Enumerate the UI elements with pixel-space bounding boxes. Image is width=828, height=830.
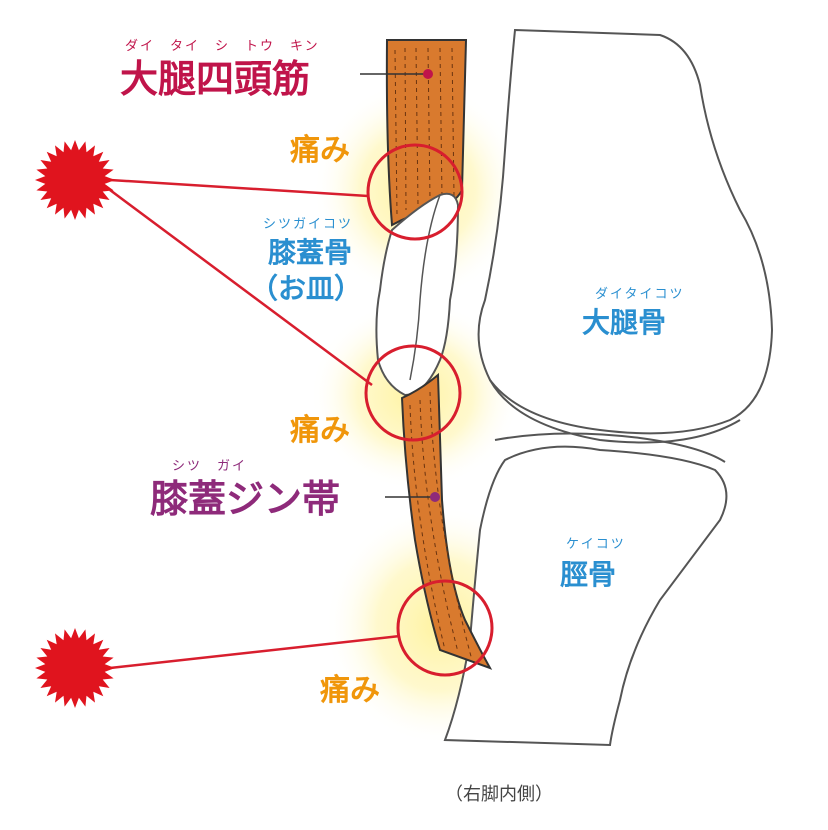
quadriceps-label: 大腿四頭筋 bbox=[120, 57, 310, 101]
tibia-bone bbox=[443, 432, 728, 747]
femur-bone bbox=[477, 28, 774, 444]
patellar-tendon bbox=[400, 372, 493, 670]
patella-bone bbox=[375, 192, 460, 397]
caption: （右脚内側） bbox=[445, 784, 553, 805]
tendon-ruby: シツ ガイ bbox=[172, 459, 247, 474]
pain-line-upper bbox=[109, 178, 369, 198]
femur-label: 大腿骨 bbox=[582, 306, 666, 339]
tendon-dot bbox=[430, 492, 440, 502]
tibia-ruby: ケイコツ bbox=[566, 537, 626, 552]
pain-circle-lower bbox=[396, 579, 494, 677]
pain-line-middle bbox=[109, 188, 373, 387]
pain-label-lower: 痛み bbox=[320, 673, 380, 708]
patella-label: 膝蓋骨 bbox=[267, 236, 352, 269]
pain-burst-icon bbox=[35, 628, 115, 708]
pain-label-upper: 痛み bbox=[290, 133, 350, 168]
pain-label-middle: 痛み bbox=[290, 413, 350, 448]
pain-circle-upper bbox=[366, 143, 464, 241]
tendon-label: 膝蓋ジン帯 bbox=[150, 477, 340, 521]
quadriceps-ruby: ダイ タイ シ トウ キン bbox=[125, 39, 320, 54]
pain-circle-middle bbox=[364, 344, 462, 442]
patella-sub-label: （お皿） bbox=[250, 272, 362, 305]
femur-ruby: ダイタイコツ bbox=[595, 287, 684, 302]
tibia-label: 脛骨 bbox=[560, 558, 616, 591]
quadriceps-dot bbox=[423, 69, 433, 79]
pain-burst-icon bbox=[35, 140, 115, 220]
patella-ruby: シツガイコツ bbox=[263, 217, 353, 232]
pain-line-lower bbox=[109, 634, 401, 670]
